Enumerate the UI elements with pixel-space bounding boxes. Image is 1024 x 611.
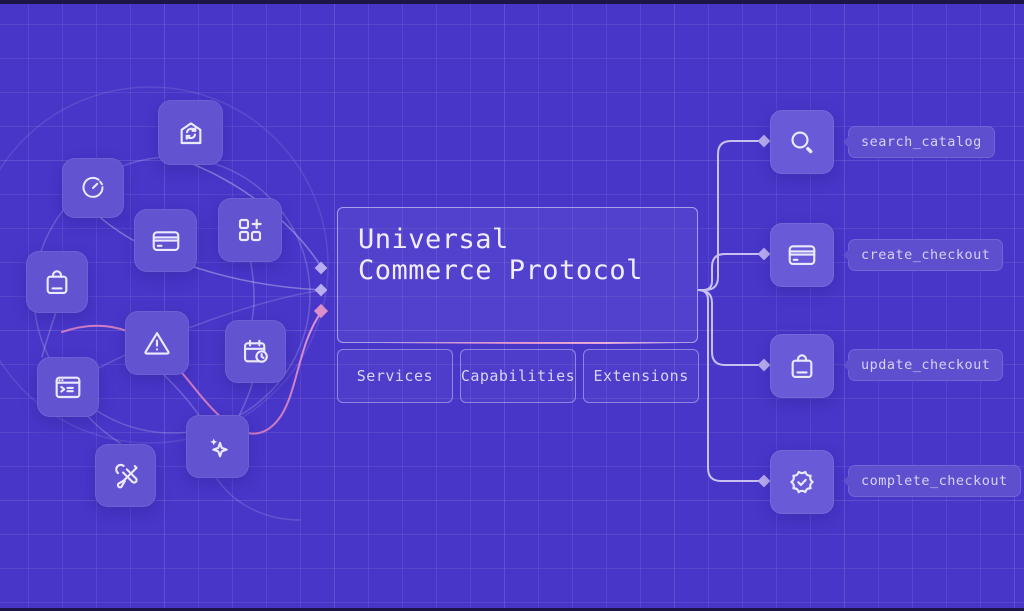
sparkles-icon [202,431,234,463]
node-sparkles [186,415,249,478]
node-shopping-bag [26,251,88,313]
tab-services[interactable]: Services [337,349,453,403]
node-gauge [62,158,124,218]
label-search-catalog: search_catalog [843,126,995,158]
label-create-checkout: create_checkout [842,239,1004,271]
tools-icon [110,460,142,492]
bottom-letterbox-bar [0,608,1024,611]
node-calendar-clock [225,320,286,383]
tab-extensions[interactable]: Extensions [583,349,699,403]
shopping-bag-icon [786,350,818,382]
credit-card-icon [150,225,182,257]
node-tools [95,444,156,507]
node-grid-add [218,198,282,262]
panel-title-line2: Commerce Protocol [358,255,643,286]
node-create-checkout [770,223,834,287]
tab-capabilities[interactable]: Capabilities [459,349,577,403]
node-search-catalog [770,110,834,174]
node-credit-card [134,209,197,272]
grid-add-icon [234,214,266,246]
node-warning [125,311,189,375]
store-sync-icon [175,117,207,149]
node-update-checkout [770,334,834,398]
warning-icon [141,327,173,359]
credit-card-icon [786,239,818,271]
badge-check-icon [786,466,818,498]
gauge-icon [78,173,108,203]
shopping-bag-icon [41,266,73,298]
panel-tab-row: Services Capabilities Extensions [337,349,699,403]
node-complete-checkout [770,450,834,514]
label-update-checkout: update_checkout [842,349,1004,381]
label-complete-checkout: complete_checkout [843,465,1021,497]
search-icon [786,126,818,158]
calendar-clock-icon [240,336,272,368]
terminal-window-icon [52,371,84,403]
node-store-sync [158,100,223,165]
panel-title-line1: Universal [358,224,509,255]
top-letterbox-bar [0,0,1024,4]
node-terminal-window [37,357,99,417]
